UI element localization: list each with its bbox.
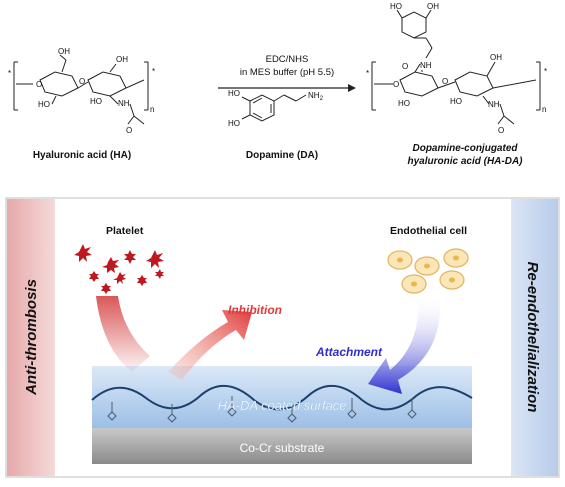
atom-label: n <box>542 105 546 114</box>
platelet-label: Platelet <box>106 225 144 237</box>
atom-label: O <box>402 62 408 71</box>
platelet-approach-arrow <box>96 296 150 372</box>
reaction-scheme <box>13 9 541 125</box>
polymer-chain <box>91 384 473 411</box>
atom-label: OH <box>490 53 502 62</box>
atom-label: NH2 <box>308 91 324 102</box>
atom-label: HO <box>38 100 50 109</box>
atom-label: * <box>366 69 369 78</box>
atom-label: O <box>126 126 132 135</box>
atom-label: * <box>152 67 155 76</box>
dopamine-anchors <box>107 396 417 423</box>
hada-label-line-1: Dopamine-conjugated <box>412 143 518 154</box>
endothelial-label: Endothelial cell <box>390 225 467 237</box>
atom-label: O <box>79 77 85 86</box>
da-label: Dopamine (DA) <box>246 150 318 161</box>
atom-label: HO <box>228 89 240 98</box>
atom-label: O <box>442 77 448 86</box>
atom-label: HO <box>228 119 240 128</box>
coating-layer <box>92 366 472 428</box>
left-band <box>7 199 55 476</box>
dopamine-structure <box>241 94 307 122</box>
atom-label: O <box>36 80 42 89</box>
mechanism-panel: Anti-thrombosis Re-endothelialization Co… <box>5 197 560 478</box>
ha-da-structure <box>371 9 541 125</box>
attachment-label: Attachment <box>315 345 383 359</box>
atom-label: NH <box>488 100 500 109</box>
endothelial-cells <box>387 248 469 294</box>
atom-label: OH <box>58 47 70 56</box>
atom-label: * <box>8 69 11 78</box>
reagents-line-2: in MES buffer (pH 5.5) <box>240 67 334 78</box>
atom-label: * <box>544 67 547 76</box>
right-band <box>511 199 558 476</box>
atom-label: HO <box>90 97 102 106</box>
platelets <box>74 244 164 294</box>
substrate-layer <box>92 428 472 464</box>
atom-label: n <box>150 105 154 114</box>
atom-label: HO <box>450 97 462 106</box>
hyaluronic-acid-structure <box>13 54 149 125</box>
atom-label: HO <box>390 2 402 11</box>
atom-label: O <box>498 126 504 135</box>
right-side-label: Re-endothelialization <box>524 262 541 413</box>
ha-label: Hyaluronic acid (HA) <box>33 150 131 161</box>
atom-label: OH <box>427 2 439 11</box>
atom-label: NH <box>420 61 432 70</box>
atom-label: HO <box>398 99 410 108</box>
attachment-arrow <box>368 298 441 394</box>
inhibition-label: Inhibition <box>228 303 282 317</box>
left-side-label: Anti-thrombosis <box>23 279 40 396</box>
inhibition-arrow <box>168 310 252 380</box>
scheme-labels: EDC/NHS in MES buffer (pH 5.5) Hyaluroni… <box>8 2 547 167</box>
atom-label: NH <box>118 99 130 108</box>
reagents-line-1: EDC/NHS <box>266 54 309 65</box>
coating-label: HA-DA coated surface <box>218 398 347 413</box>
atom-label: O <box>393 80 399 89</box>
hada-label-line-2: hyaluronic acid (HA-DA) <box>407 156 523 167</box>
substrate-label: Co-Cr substrate <box>240 441 325 455</box>
atom-label: OH <box>116 55 128 64</box>
